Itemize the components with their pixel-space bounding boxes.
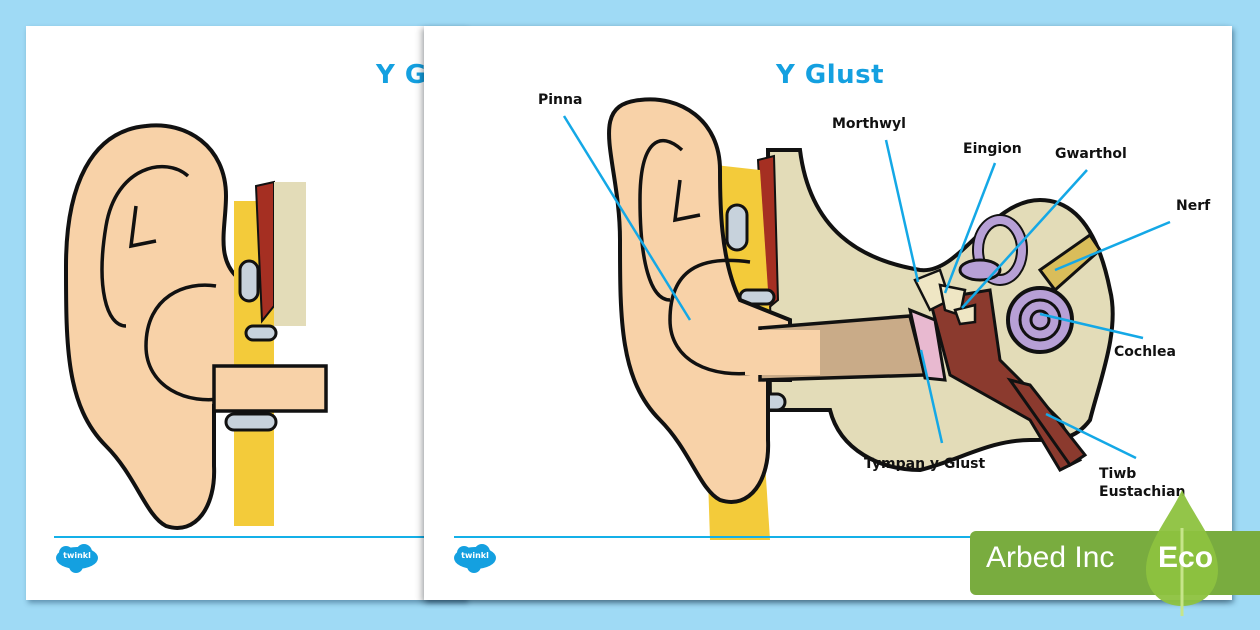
tympan-leader <box>919 349 944 444</box>
leaf-icon <box>1146 490 1218 616</box>
eustachian-tube <box>1006 377 1088 468</box>
nerf-leader <box>1054 220 1171 272</box>
label-tympan-y-glust: Tympan y Glust <box>864 456 986 472</box>
front-sheet-title: Y Glust <box>776 60 885 90</box>
twinkl-cloud-logo-icon <box>56 544 98 573</box>
eingion-leader <box>943 162 997 294</box>
back-twinkl-logo[interactable]: twinkl <box>54 543 100 573</box>
morthwyl-leader <box>884 139 920 283</box>
twinkl-logo-text: twinkl <box>461 551 489 560</box>
label-tiwb: Tiwb <box>1099 466 1137 482</box>
leader-lines <box>562 115 1171 460</box>
front-footer-rule <box>454 536 1232 538</box>
label-nerf: Nerf <box>1176 198 1211 214</box>
label-eingion: Eingion <box>963 141 1022 157</box>
ear-illustration-back <box>63 123 328 530</box>
label-eustachian: Eustachian <box>1099 484 1186 500</box>
stapes <box>953 303 977 326</box>
cochlea-shape <box>1006 286 1074 354</box>
back-worksheet-preview[interactable]: Y G twinkl <box>26 26 466 600</box>
watermark-text: Arbed Inc <box>986 541 1115 574</box>
semicircular-canals <box>974 216 1026 284</box>
back-footer-rule <box>54 536 466 538</box>
back-sheet-title: Y G <box>376 60 427 90</box>
label-morthwyl: Morthwyl <box>832 116 906 132</box>
eco-badge: Eco <box>1158 541 1214 574</box>
eardrum <box>907 307 947 382</box>
front-twinkl-logo[interactable]: twinkl <box>452 543 498 573</box>
pinna-leader <box>562 115 692 321</box>
tiwb-leader <box>1045 412 1137 460</box>
label-pinna: Pinna <box>538 92 583 108</box>
twinkl-logo-text: twinkl <box>63 551 91 560</box>
front-worksheet-preview[interactable]: Y Glust <box>424 26 1232 600</box>
gwarthol-leader <box>961 169 1088 309</box>
ear-diagram <box>562 97 1171 540</box>
cochlea-leader <box>1039 312 1144 340</box>
twinkl-cloud-logo-icon <box>454 544 496 573</box>
label-cochlea: Cochlea <box>1114 344 1176 360</box>
label-gwarthol: Gwarthol <box>1055 146 1127 162</box>
